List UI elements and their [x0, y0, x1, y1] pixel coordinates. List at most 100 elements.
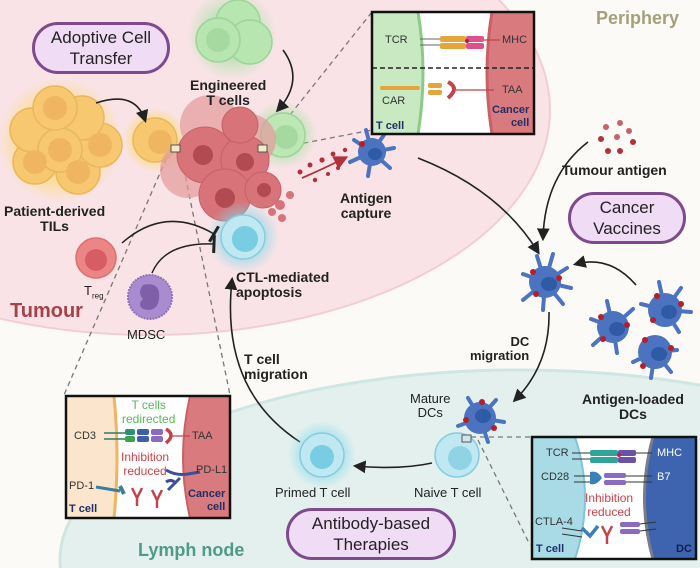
- pill-line: Cancer: [599, 198, 655, 217]
- inset-right-b7: B7: [657, 471, 671, 483]
- antigen-capture-arrow: [417, 157, 540, 255]
- pill-line: Therapies: [333, 535, 409, 554]
- label-line: Cancer: [492, 104, 530, 116]
- treg-inhibition-arrow: [121, 220, 220, 244]
- ctl-cell: [207, 201, 279, 273]
- inset-top-tcell: T cell: [376, 120, 405, 132]
- tumour-antigen-arrow: [536, 141, 589, 242]
- mdsc-cell: [127, 274, 173, 320]
- label-line: TILs: [40, 218, 69, 235]
- label-line: T cells: [206, 92, 250, 109]
- primed-t-cell: [288, 421, 356, 489]
- tumour-antigen-dots: [598, 120, 636, 154]
- label-line: Antigen-loaded: [582, 391, 684, 407]
- antigen-capture-dc: [348, 128, 396, 178]
- inset-tcr-car: [370, 10, 536, 136]
- label-line: capture: [340, 205, 392, 222]
- engineered-arrow: [275, 49, 294, 113]
- inset-bispecific-pd1: [64, 394, 232, 520]
- label-line: migration: [244, 366, 308, 383]
- label-line: Antigen: [340, 190, 393, 206]
- mdsc-inhibition-arrow: [151, 234, 216, 274]
- label-line: migration: [470, 348, 530, 364]
- til-arrow: [95, 98, 149, 124]
- inset-anchor-til: [170, 144, 181, 153]
- inset-left-cd3: CD3: [74, 430, 97, 442]
- naive-t-cell-label: Naive T cell: [414, 485, 482, 500]
- mdsc-label: MDSC: [127, 327, 166, 342]
- treg-subscript: reg: [91, 291, 104, 301]
- dc-migration-arrow: [512, 311, 550, 403]
- antigen-loaded-dcs-cluster: [589, 280, 693, 380]
- label-line: CTL-mediated: [236, 269, 330, 285]
- treg-main: T: [84, 283, 92, 298]
- central-dc: [521, 252, 573, 312]
- inset-anchor-engineered: [257, 144, 268, 153]
- inset-checkpoint: [530, 435, 698, 561]
- label-line: T cells: [131, 398, 166, 412]
- label-line: DCs: [417, 405, 443, 421]
- inset-anchor-dc: [461, 434, 472, 443]
- inset-right-cd28: CD28: [541, 471, 570, 483]
- inset-right-tcell: T cell: [536, 543, 565, 555]
- label-line: Cancer: [188, 488, 226, 500]
- inset-right-mhc: MHC: [657, 447, 683, 459]
- inset-left-tcell: T cell: [69, 503, 98, 515]
- label-line: DCs: [618, 406, 647, 423]
- engineered-t-cells-cluster: [187, 0, 277, 80]
- inset-left-pd1: PD-1: [69, 480, 95, 492]
- mature-dc: [456, 396, 506, 444]
- primed-t-cell-label: Primed T cell: [275, 485, 351, 500]
- label-line: Engineered: [190, 77, 267, 93]
- label-line: reduced: [123, 464, 167, 478]
- inset-right-ctla4: CTLA-4: [535, 516, 573, 528]
- treg-label: Treg: [84, 283, 104, 301]
- patient-tils-cluster: [0, 78, 123, 202]
- inset-left-pdl1: PD-L1: [196, 464, 228, 476]
- label-line: Mature: [410, 391, 451, 406]
- vaccine-dc-arrow: [572, 255, 637, 286]
- pill-line: Vaccines: [593, 219, 661, 238]
- label-line: T cell: [244, 351, 280, 367]
- label-line: cell: [206, 501, 226, 513]
- t-cell-migration-arrow: [224, 276, 301, 443]
- inset-top-car: CAR: [382, 95, 406, 107]
- naive-t-cell: [434, 432, 480, 478]
- label-line: apoptosis: [236, 284, 303, 301]
- pill-line: Antibody-based: [311, 514, 431, 533]
- label-line: Patient-derived: [4, 203, 106, 219]
- tumour-mass: [160, 95, 294, 222]
- inset-top-taa: TAA: [502, 84, 523, 96]
- inset-left-taa: TAA: [192, 430, 213, 442]
- region-lymph-node-label: Lymph node: [138, 540, 245, 560]
- label-line: reduced: [587, 505, 631, 519]
- label-line: DC: [510, 334, 530, 349]
- region-periphery-label: Periphery: [596, 8, 680, 28]
- inset-right-dc: DC: [676, 543, 692, 555]
- tumour-antigen-label: Tumour antigen: [562, 162, 667, 178]
- treg-cell: [75, 237, 117, 279]
- label-line: cell: [510, 117, 530, 129]
- inset-right-tcr: TCR: [546, 447, 569, 459]
- label-line: Inhibition: [121, 450, 170, 464]
- label-line: Inhibition: [585, 491, 634, 505]
- priming-arrow: [352, 460, 433, 474]
